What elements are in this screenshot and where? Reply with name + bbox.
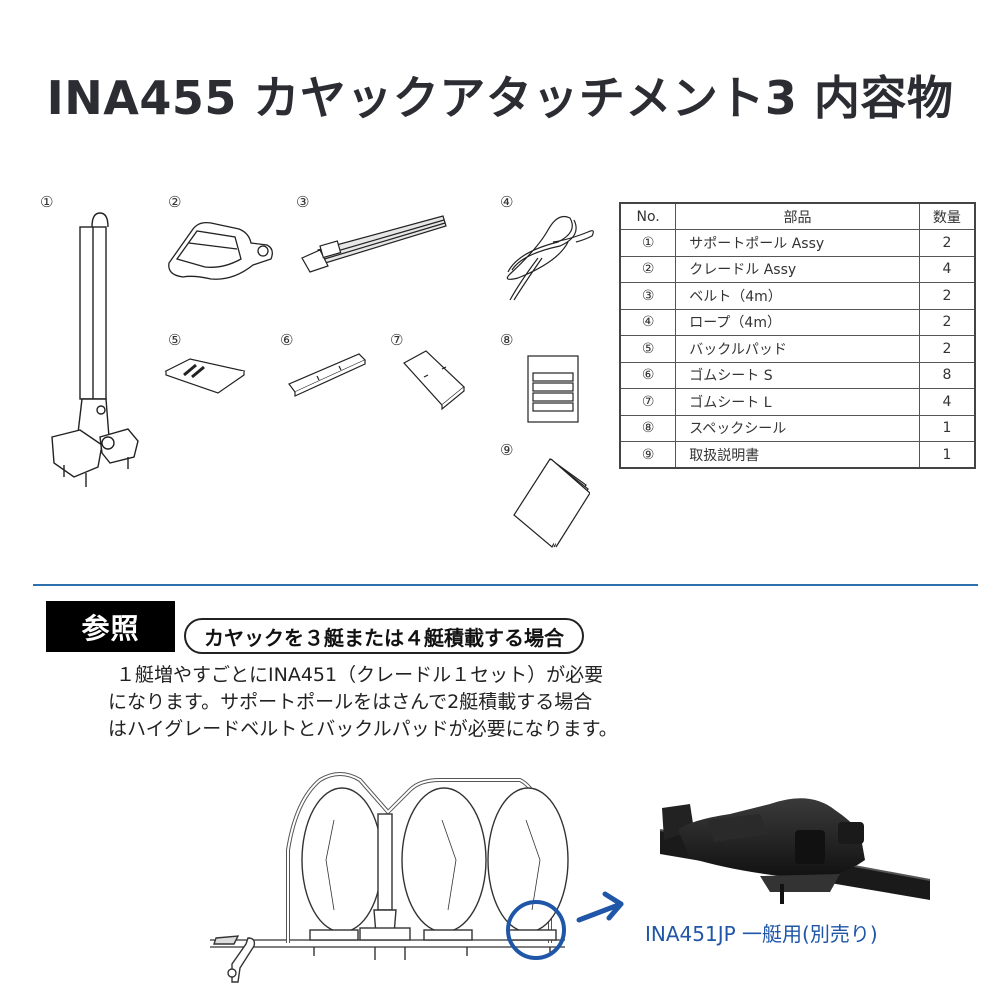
- table-row: ⑤ バックルパッド 2: [619, 335, 976, 363]
- spec-seal-illustration: [527, 355, 579, 423]
- row-no: ②: [619, 255, 677, 283]
- cradle-illustration: [168, 221, 273, 280]
- row-part-name: 取扱説明書: [675, 441, 920, 469]
- table-header-row: No. 部品 数量: [619, 202, 976, 230]
- part-label-8: ⑧: [500, 331, 514, 349]
- reference-badge: 参照: [46, 601, 175, 652]
- arrow-right-icon: [576, 891, 624, 923]
- row-part-name: ベルト（4m）: [675, 282, 920, 310]
- table-row: ④ ロープ（4m） 2: [619, 308, 976, 336]
- header-no: No.: [619, 202, 677, 230]
- reference-body: １艇増やすごとにINA451（クレードル１セット）が必要 になります。サポートポ…: [108, 662, 668, 743]
- part-label-1: ①: [40, 193, 54, 211]
- row-qty: 2: [918, 308, 976, 336]
- part-label-5: ⑤: [168, 331, 182, 349]
- row-part-name: ロープ（4m）: [675, 308, 920, 336]
- row-no: ⑥: [619, 361, 677, 389]
- table-row: ① サポートポール Assy 2: [619, 229, 976, 257]
- parts-table: No. 部品 数量 ① サポートポール Assy 2 ② クレードル Assy …: [619, 202, 976, 469]
- table-row: ⑦ ゴムシート L 4: [619, 388, 976, 416]
- section-divider: [33, 584, 978, 586]
- part-label-6: ⑥: [280, 331, 294, 349]
- row-no: ⑨: [619, 441, 677, 469]
- rubber-sheet-l-illustration: [403, 350, 465, 411]
- row-no: ①: [619, 229, 677, 257]
- row-no: ⑤: [619, 335, 677, 363]
- belt-illustration: [301, 215, 447, 273]
- manual-illustration: [513, 458, 590, 548]
- part-label-4: ④: [500, 193, 514, 211]
- page-title: INA455 カヤックアタッチメント3 内容物: [46, 71, 954, 125]
- row-no: ⑦: [619, 388, 677, 416]
- row-qty: 1: [918, 441, 976, 469]
- header-qty: 数量: [918, 202, 976, 230]
- part-label-9: ⑨: [500, 441, 514, 459]
- table-row: ③ ベルト（4m） 2: [619, 282, 976, 310]
- reference-line-3: はハイグレードベルトとバックルパッドが必要になります。: [108, 718, 618, 740]
- rubber-sheet-s-illustration: [288, 353, 367, 397]
- table-row: ⑧ スペックシール 1: [619, 414, 976, 442]
- support-pole-illustration: [51, 212, 139, 487]
- row-qty: 2: [918, 229, 976, 257]
- row-qty: 8: [918, 361, 976, 389]
- table-row: ⑨ 取扱説明書 1: [619, 441, 976, 469]
- reference-line-2: になります。サポートポールをはさんで2艇積載する場合: [108, 691, 593, 713]
- reference-line-1: １艇増やすごとにINA451（クレードル１セット）が必要: [116, 664, 604, 686]
- row-no: ③: [619, 282, 677, 310]
- row-part-name: バックルパッド: [675, 335, 920, 363]
- table-row: ⑥ ゴムシート S 8: [619, 361, 976, 389]
- reference-heading: カヤックを３艇または４艇積載する場合: [184, 618, 584, 654]
- row-part-name: ゴムシート S: [675, 361, 920, 389]
- row-no: ⑧: [619, 414, 677, 442]
- row-qty: 4: [918, 388, 976, 416]
- product-caption: INA451JP 一艇用(別売り): [645, 922, 878, 946]
- row-no: ④: [619, 308, 677, 336]
- row-part-name: スペックシール: [675, 414, 920, 442]
- buckle-pad-illustration: [164, 358, 246, 394]
- part-label-2: ②: [168, 193, 182, 211]
- ina451-product-photo: [659, 798, 931, 904]
- row-part-name: クレードル Assy: [675, 255, 920, 283]
- row-qty: 2: [918, 282, 976, 310]
- part-label-7: ⑦: [390, 331, 404, 349]
- row-qty: 4: [918, 255, 976, 283]
- row-qty: 1: [918, 414, 976, 442]
- row-part-name: サポートポール Assy: [675, 229, 920, 257]
- part-label-3: ③: [296, 193, 310, 211]
- header-part: 部品: [675, 202, 920, 230]
- kayak-loading-diagram: [210, 772, 569, 983]
- row-qty: 2: [918, 335, 976, 363]
- row-part-name: ゴムシート L: [675, 388, 920, 416]
- rope-illustration: [506, 215, 594, 301]
- table-row: ② クレードル Assy 4: [619, 255, 976, 283]
